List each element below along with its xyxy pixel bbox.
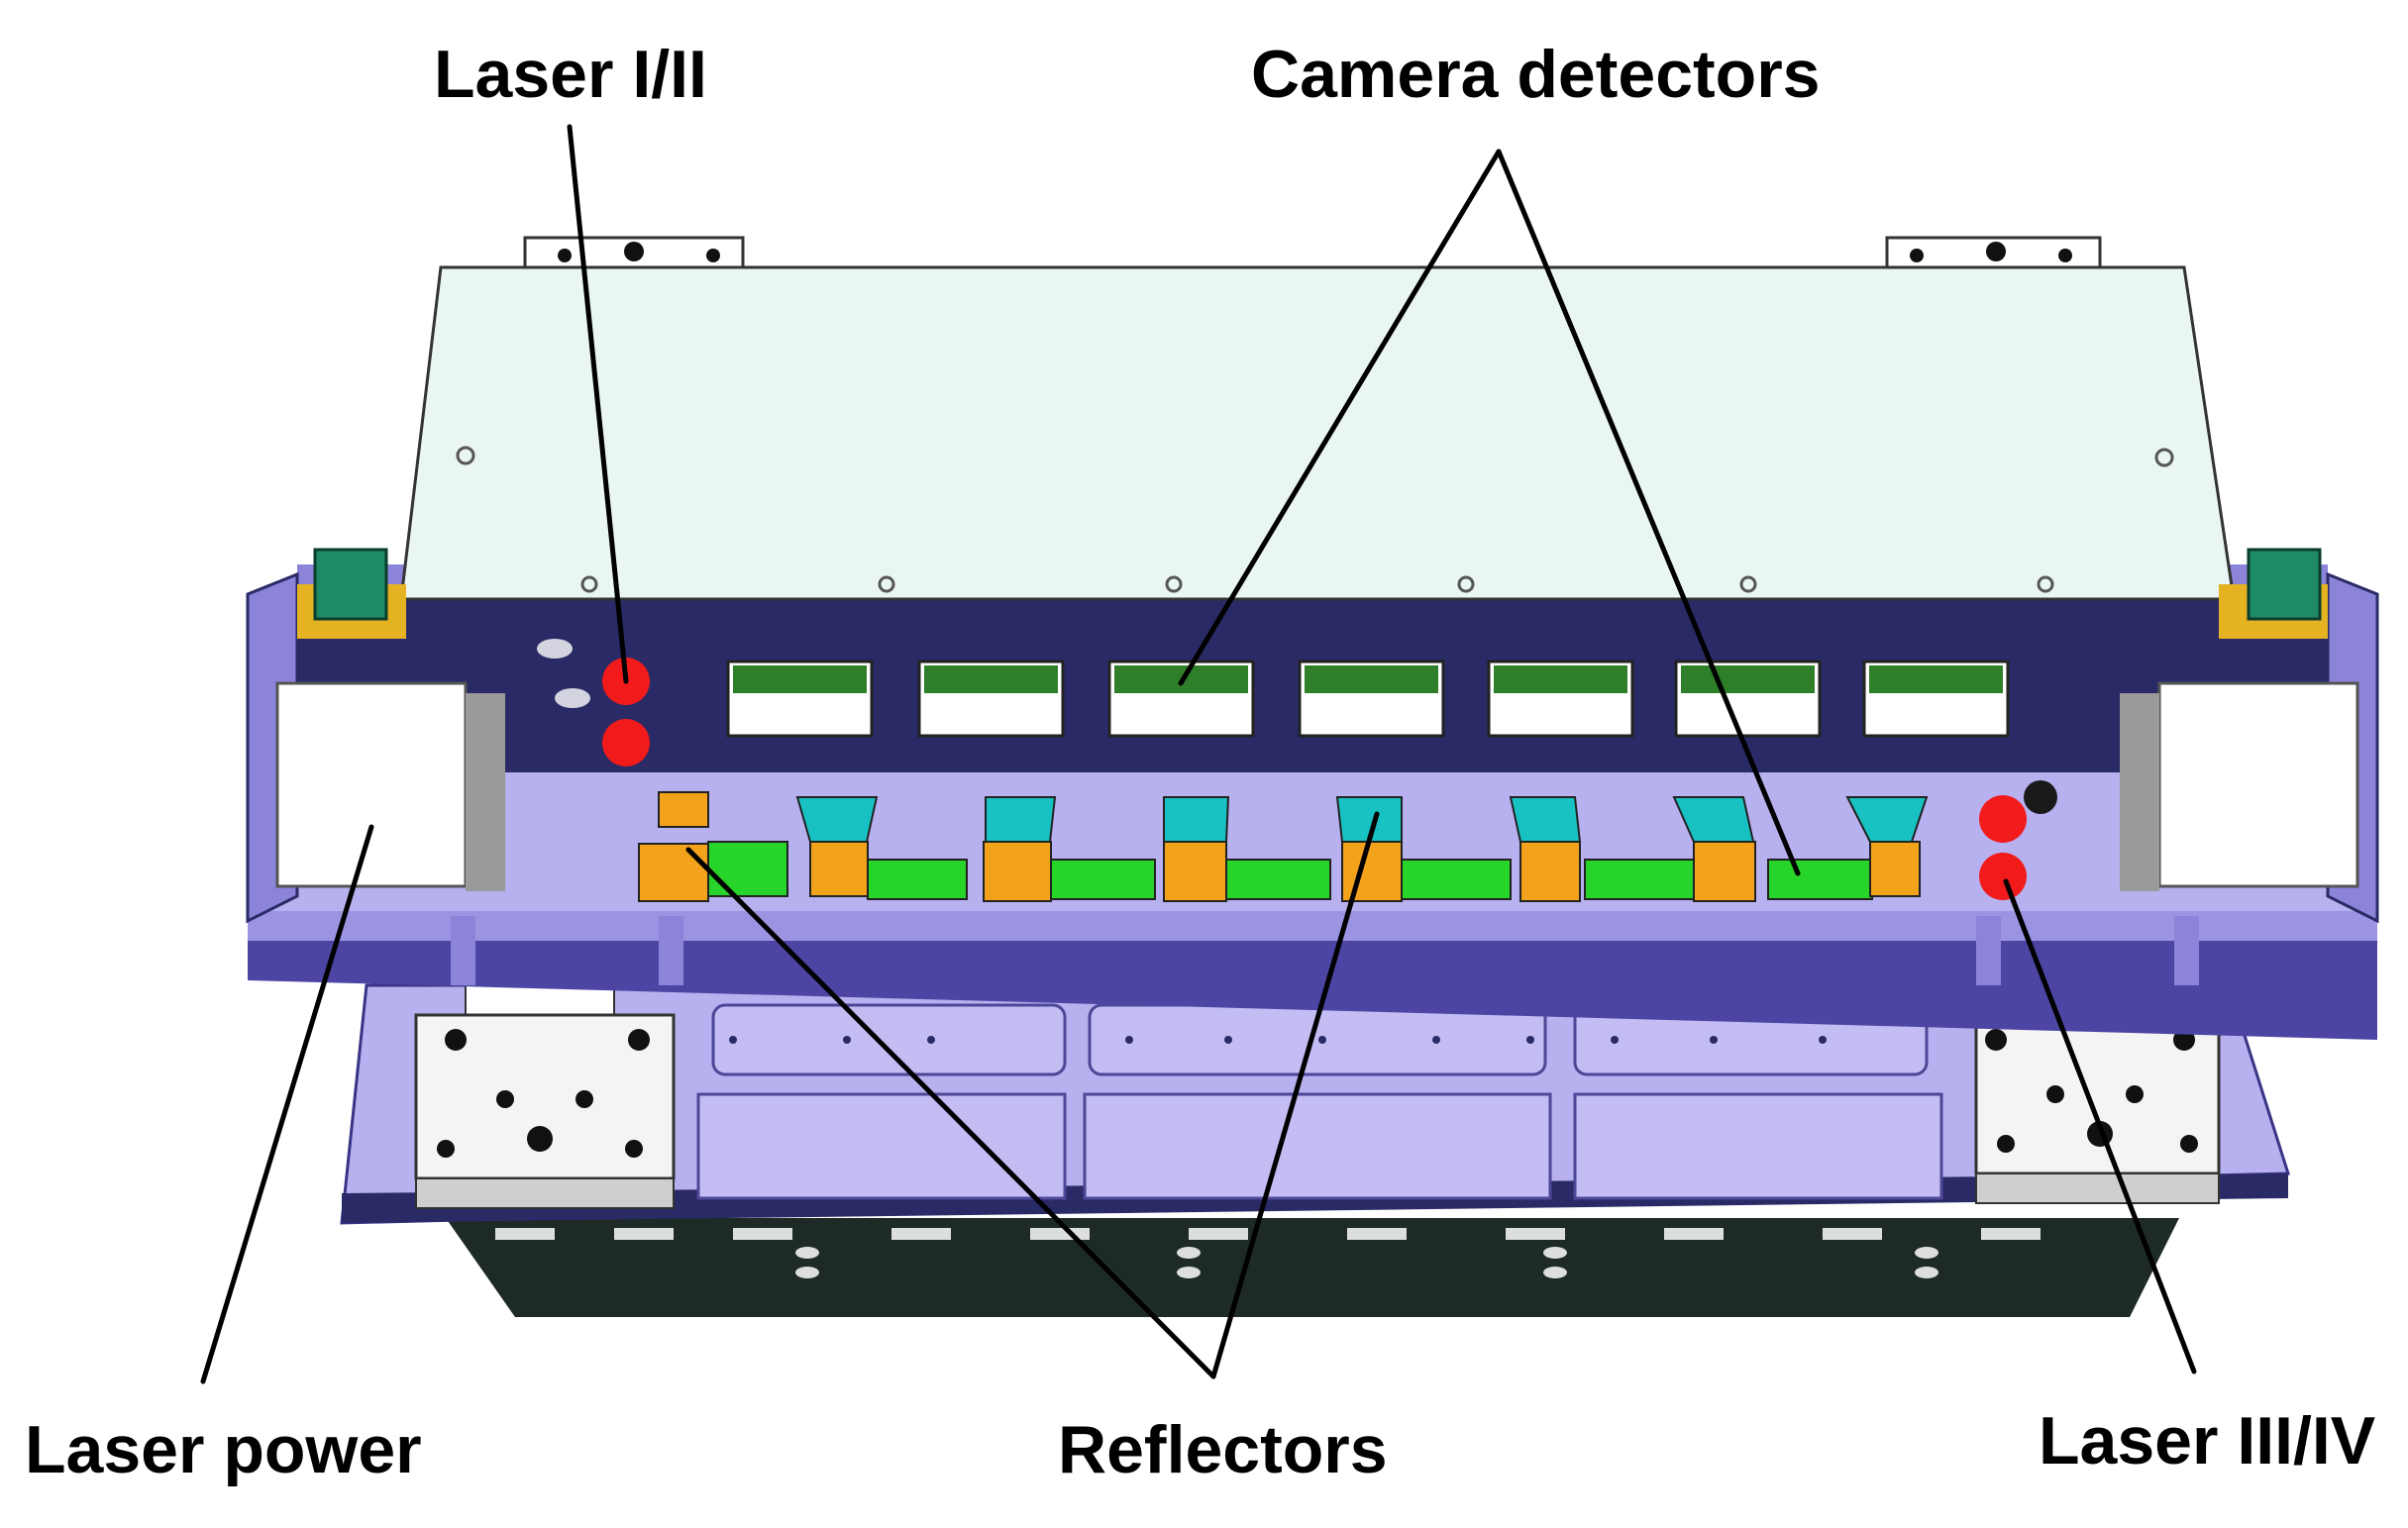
base-underside [446, 1218, 2179, 1317]
camera-detector [1298, 660, 1445, 738]
corner-connector-left [297, 548, 406, 639]
reflector [1509, 796, 1695, 902]
laser-power-compartment-right [2120, 681, 2359, 891]
mounting-block-left [414, 974, 676, 1209]
chassis [246, 564, 2379, 1040]
label-reflectors: Reflectors [1058, 1412, 1388, 1487]
top-panel [399, 236, 2236, 601]
front-mounting-plate [340, 974, 2291, 1225]
laser-markers-3-4 [1979, 795, 2027, 900]
corner-connector-right [2219, 548, 2328, 639]
reflector-small-left [638, 791, 788, 902]
leader-laser-3-4 [2003, 878, 2197, 1375]
camera-detector [1674, 660, 1822, 738]
leader-lines [200, 124, 2197, 1384]
leader-laser-1-2 [567, 124, 629, 684]
leader-reflectors-1 [685, 847, 1216, 1379]
camera-detectors [726, 660, 2010, 738]
reflectors [638, 791, 1929, 902]
leader-camera-1 [1178, 149, 1502, 686]
camera-detector [1487, 660, 1634, 738]
reflector [983, 796, 1156, 902]
reflector [1163, 796, 1331, 902]
camera-detector [726, 660, 874, 738]
label-camera-detectors: Camera detectors [1251, 37, 1820, 112]
label-laser-power: Laser power [25, 1412, 422, 1487]
label-laser-1-2: Laser I/II [434, 37, 707, 112]
laser-power-compartment-left [275, 681, 505, 891]
camera-detector [1107, 660, 1255, 738]
leader-reflectors-2 [1210, 811, 1380, 1379]
camera-detector [1862, 660, 2010, 738]
leader-laser-power [200, 824, 374, 1384]
reflector [1335, 796, 1512, 902]
leader-camera-2 [1496, 149, 1801, 876]
camera-detector [917, 660, 1065, 738]
reflector [1845, 796, 1929, 897]
label-laser-3-4: Laser III/IV [2039, 1403, 2375, 1478]
reflector [795, 796, 968, 900]
